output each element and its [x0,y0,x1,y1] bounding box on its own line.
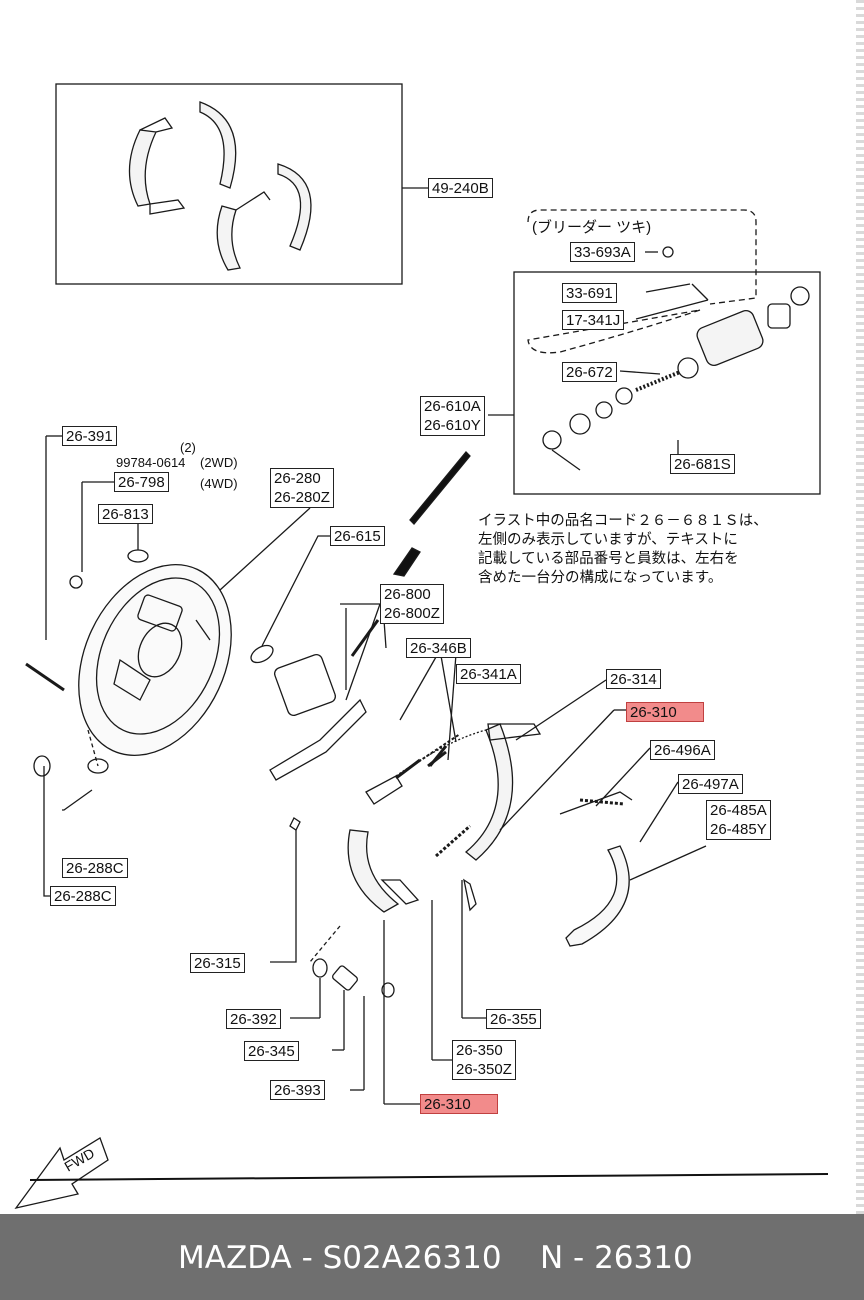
part-label-26-485y: 26-485Y [710,821,767,838]
note-line-1: イラスト中の品名コード２６－６８１Ｓは、 [478,513,768,529]
part-label-26-393[interactable]: 26-393 [270,1080,325,1100]
part-label-26-497a[interactable]: 26-497A [678,774,743,794]
part-label-26-615[interactable]: 26-615 [330,526,385,546]
part-label-26-310-lower-highlighted[interactable]: 26-310 [420,1094,498,1114]
part-label-26-800z: 26-800Z [384,605,440,622]
backing-plate-drawing [78,564,232,756]
part-label-26-610y: 26-610Y [424,417,481,434]
part-label-26-345[interactable]: 26-345 [244,1041,299,1061]
part-label-26-610a: 26-610A [424,398,481,415]
part-label-26-288c-no2[interactable]: 26-288C [50,886,116,906]
part-label-26-391[interactable]: 26-391 [62,426,117,446]
footer-bar: MAZDA - S02A26310 N - 26310 [0,1214,864,1300]
part-label-99784-0614[interactable]: 99784-0614 [116,455,186,470]
part-label-26-392[interactable]: 26-392 [226,1009,281,1029]
part-label-26-355[interactable]: 26-355 [486,1009,541,1029]
part-label-26-800-main: 26-800 [384,586,431,603]
variant-4wd: (4WD) [200,476,238,491]
part-label-33-693a[interactable]: 33-693A [570,242,635,262]
qty-2: (2) [180,440,196,455]
note-line-2: 左側のみ表示していますが、テキストに [478,532,738,548]
part-label-26-681s[interactable]: 26-681S [670,454,735,474]
shoe-set-box [55,83,403,285]
part-label-26-314[interactable]: 26-314 [606,669,661,689]
bleeder-note: (ブリーダー ツキ) [532,219,652,236]
part-label-26-280z: 26-280Z [274,489,330,506]
part-label-26-798[interactable]: 26-798 [114,472,169,492]
part-label-17-341j[interactable]: 17-341J [562,310,625,330]
part-label-26-350z: 26-350Z [456,1061,512,1078]
part-label-33-691[interactable]: 33-691 [562,283,617,303]
part-label-26-485[interactable]: 26-485A 26-485Y [706,800,771,840]
wheel-cylinder-drawing [542,246,810,450]
part-label-26-341a[interactable]: 26-341A [456,664,521,684]
part-label-26-350-main: 26-350 [456,1042,503,1059]
adjuster-drawing [269,603,381,781]
fwd-arrow [14,1137,109,1210]
part-label-26-610[interactable]: 26-610A 26-610Y [420,396,485,436]
part-label-26-350[interactable]: 26-350 26-350Z [452,1040,516,1080]
brake-shoes-drawing [347,723,542,913]
footer-part-number: MAZDA - S02A26310 [178,1240,502,1276]
scan-edge-strip [856,0,864,1214]
part-label-26-485a: 26-485A [710,802,767,819]
note-line-3: 記載している部品番号と員数は、左右を [478,551,739,567]
part-label-26-496a[interactable]: 26-496A [650,740,715,760]
part-label-26-310-highlighted[interactable]: 26-310 [626,702,704,722]
wheel-cylinder-box [513,271,821,495]
part-label-26-288c-no1[interactable]: 26-288C [62,858,128,878]
parts-note: イラスト中の品名コード２６－６８１Ｓは、 左側のみ表示していますが、テキストに … [478,512,838,588]
part-label-26-315[interactable]: 26-315 [190,953,245,973]
part-label-26-280[interactable]: 26-280 26-280Z [270,468,334,508]
part-label-26-800[interactable]: 26-800 26-800Z [380,584,444,624]
note-line-4: 含めた一台分の構成になっています。 [478,570,723,586]
parking-lever-drawing [565,845,630,947]
part-label-26-280-main: 26-280 [274,470,321,487]
part-label-26-346b[interactable]: 26-346B [406,638,471,658]
brake-shoe-set-drawing [128,101,312,271]
variant-2wd: (2WD) [200,455,238,470]
part-label-26-813[interactable]: 26-813 [98,504,153,524]
bleeder-dashed-box [527,209,757,354]
part-label-49-240b[interactable]: 49-240B [428,178,493,198]
footer-ref-number: N - 26310 [540,1240,693,1276]
part-label-26-672[interactable]: 26-672 [562,362,617,382]
